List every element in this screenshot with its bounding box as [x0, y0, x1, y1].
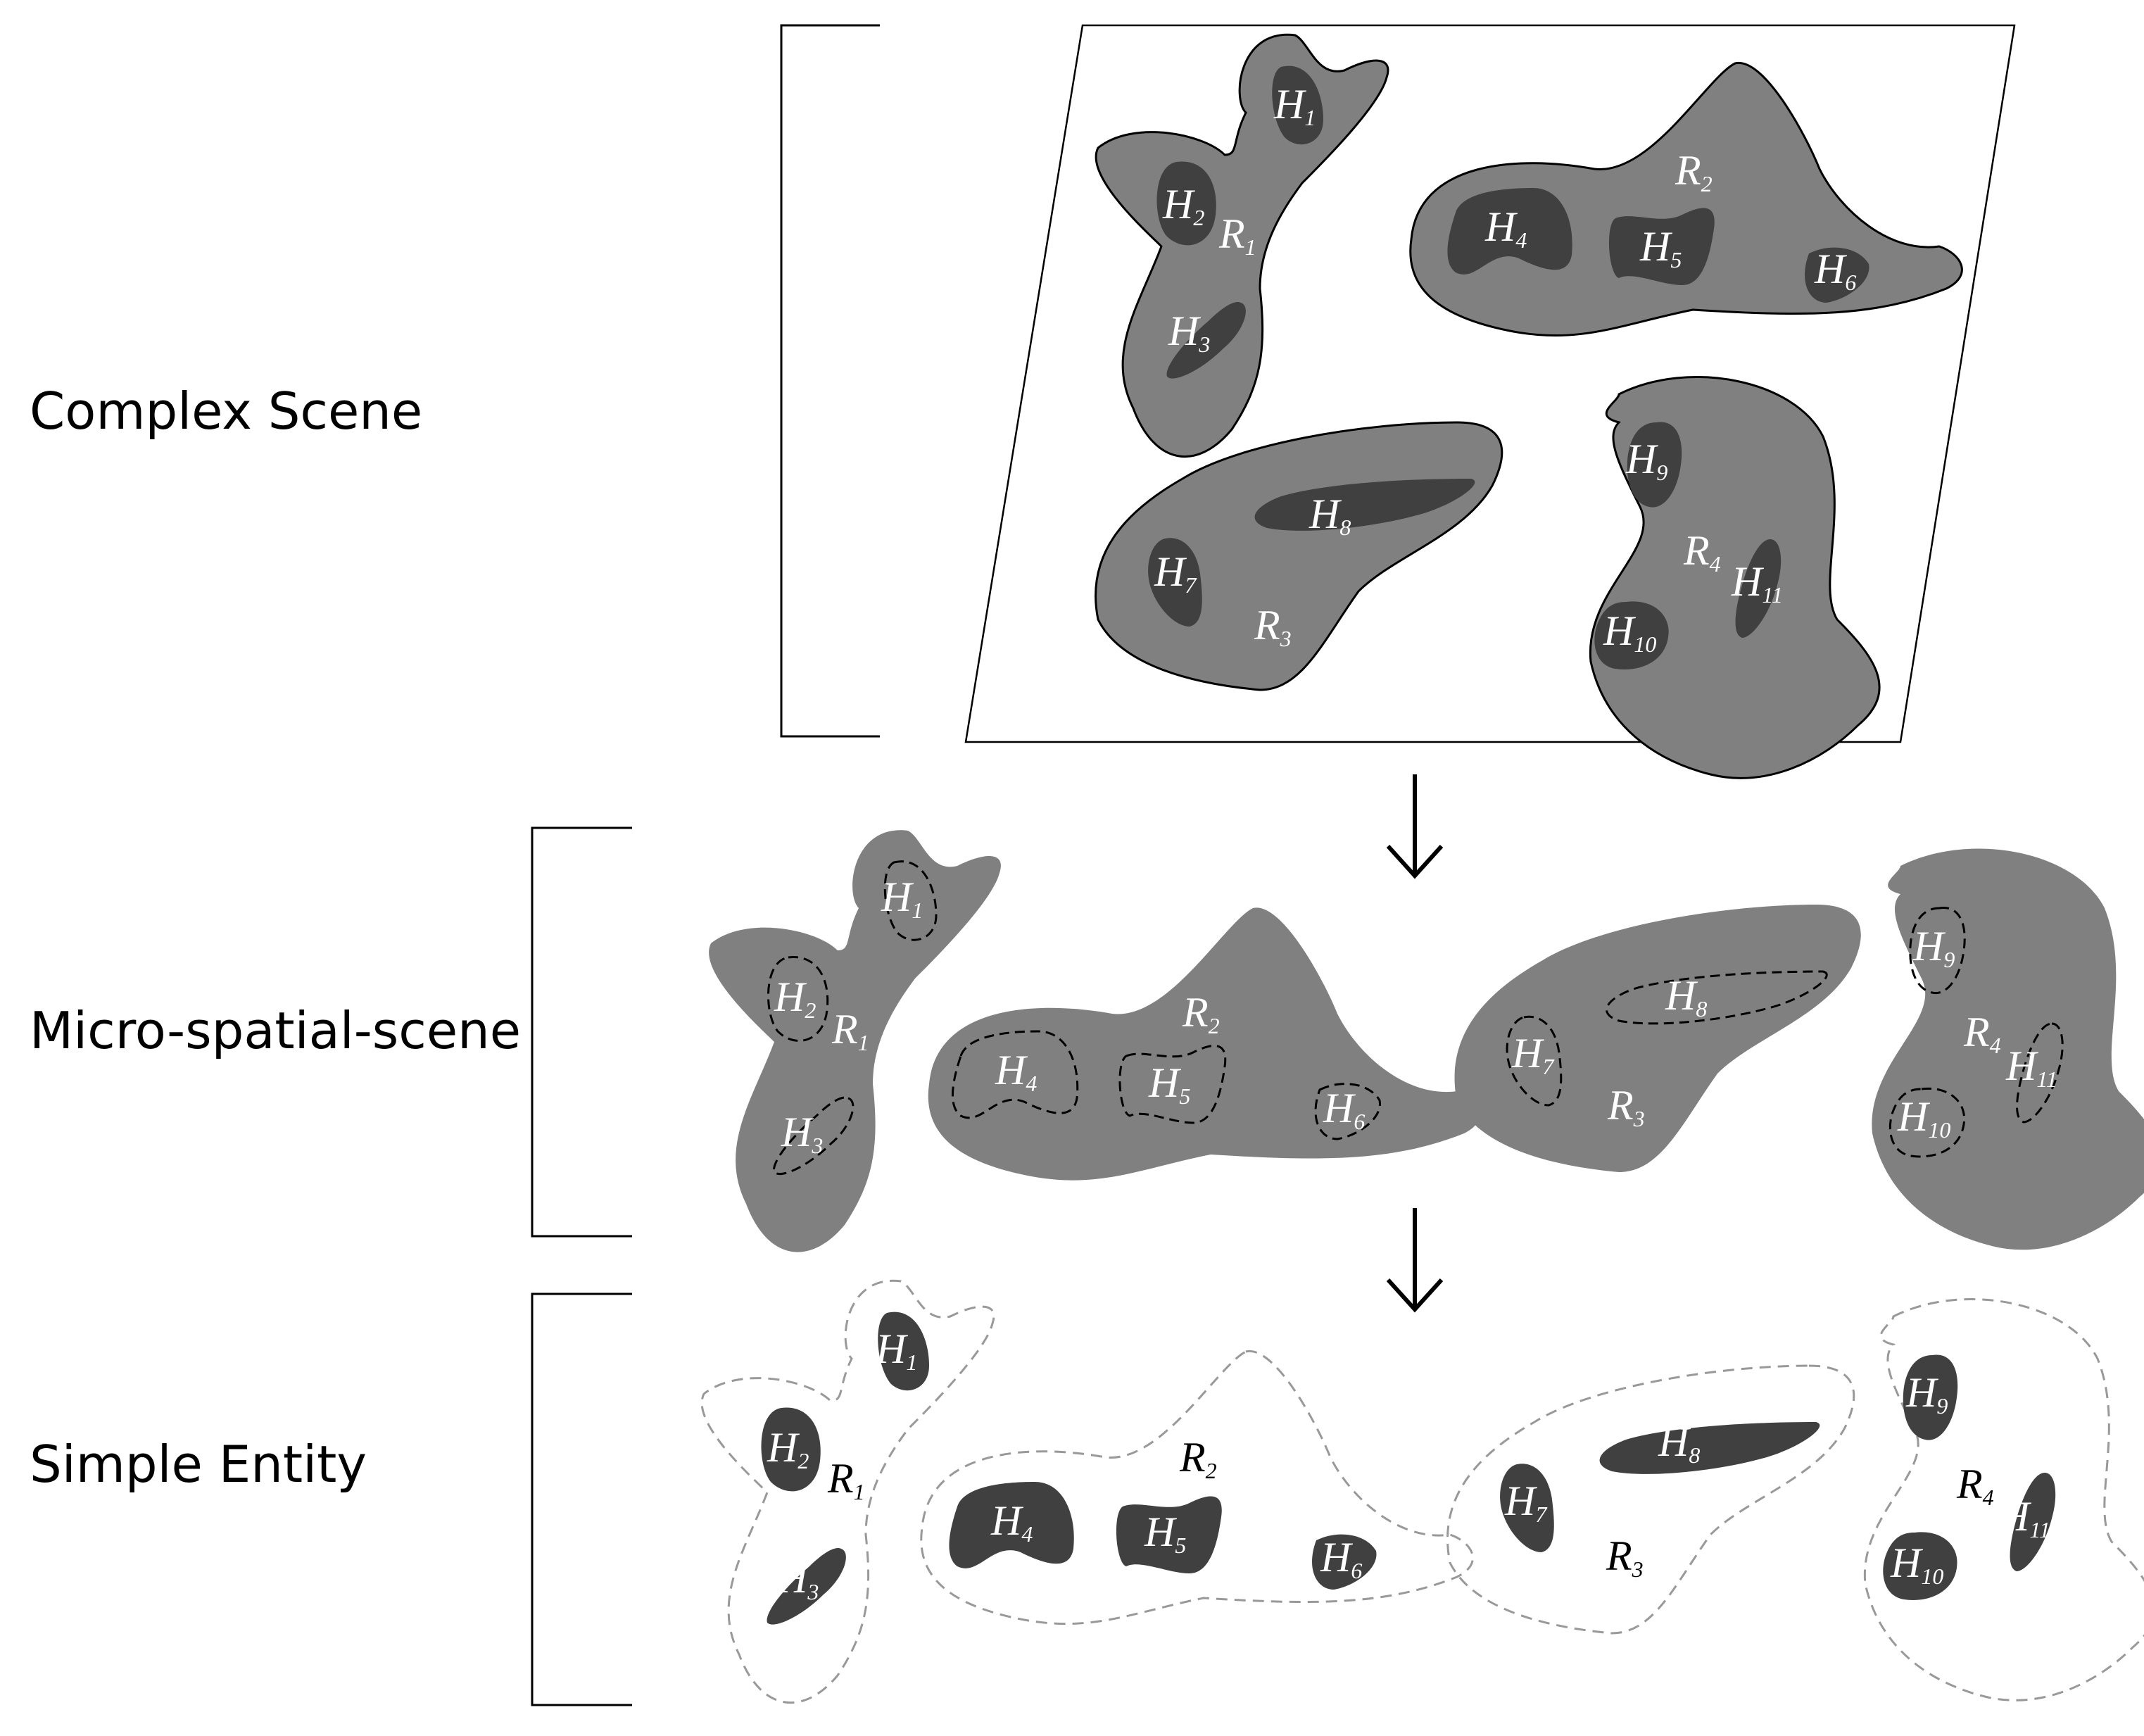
level-bracket: [780, 24, 880, 738]
down-arrow-icon: [1386, 1208, 1444, 1313]
level-bracket: [531, 1292, 632, 1706]
down-arrow-icon: [1386, 774, 1444, 879]
complex-scene-group: H1 H2 R1 H3 R2 H4 H5 H6 H7 H8 R3 H9 R4 H…: [780, 24, 2016, 779]
label-r4: R4: [1956, 1461, 1994, 1510]
level-bracket: [531, 826, 632, 1238]
level-label-simple-entity: Simple Entity: [30, 1435, 367, 1494]
label-r2: R2: [1179, 1434, 1217, 1483]
label-h5: H5: [1148, 1059, 1190, 1109]
simple-entity-group: H1 H2 H3 H4 H5 H6 H7 H8 H9 H11 H10 R1 R2…: [531, 1279, 2144, 1706]
label-h8: H8: [1309, 491, 1351, 540]
level-label-micro-spatial-scene: Micro-spatial-scene: [30, 1001, 522, 1060]
label-r3: R3: [1606, 1533, 1644, 1582]
label-h3: H3: [776, 1555, 819, 1604]
label-r1: R1: [827, 1455, 865, 1504]
hole-h8: [1599, 1422, 1820, 1474]
micro-spatial-scene-group: H1 H2 R1 H3 R2 H4 H5 H6 H7 H8 R3 H9 R4 H…: [531, 826, 2144, 1252]
label-h8: H8: [1658, 1419, 1700, 1468]
region-r2-micro: [928, 907, 1480, 1181]
level-label-complex-scene: Complex Scene: [30, 382, 423, 441]
label-h11: H11: [1998, 1493, 2050, 1542]
label-h9: H9: [1912, 923, 1955, 972]
label-h3: H3: [1168, 308, 1210, 357]
label-h1: H1: [875, 1326, 917, 1375]
